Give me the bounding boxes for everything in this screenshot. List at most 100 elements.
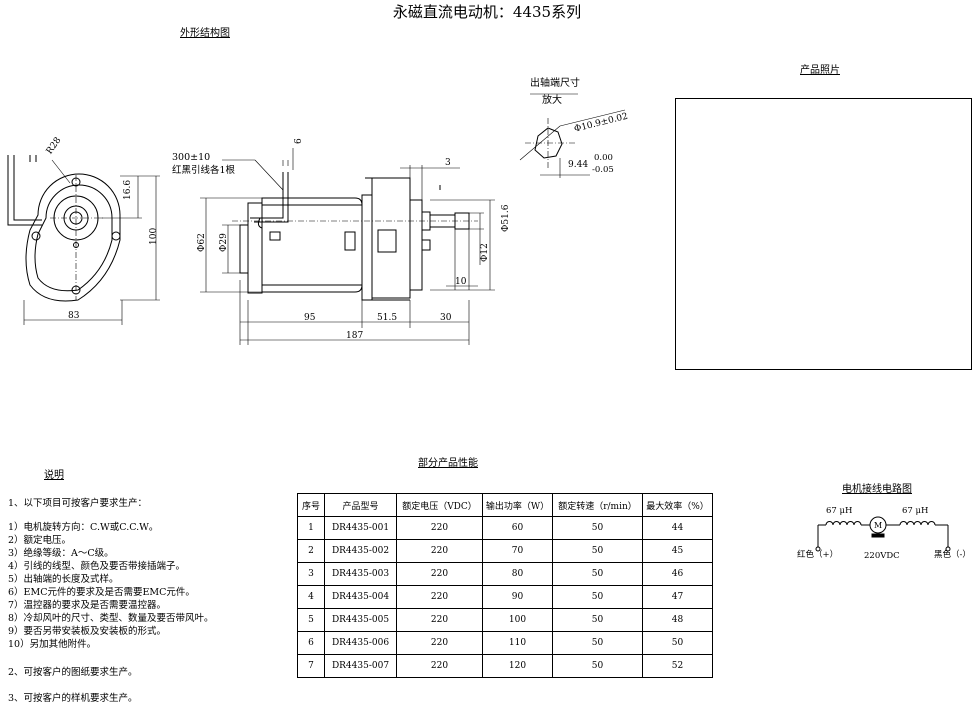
table-cell: 50 [552, 516, 643, 540]
table-cell: 46 [642, 562, 713, 586]
col-header: 序号 [297, 493, 325, 517]
table-cell: DR4435-006 [324, 631, 397, 655]
table-cell: 50 [552, 585, 643, 609]
col-header: 产品型号 [324, 493, 397, 517]
dim-phi51-6: Φ51.6 [501, 204, 511, 232]
dim-3: 3 [445, 158, 451, 168]
dim-30: 30 [440, 313, 452, 323]
table-cell: 50 [552, 631, 643, 655]
table-cell: 45 [642, 539, 713, 563]
table-cell: DR4435-004 [324, 585, 397, 609]
table-cell: 90 [482, 585, 553, 609]
shaft-title: 出轴端尺寸 [530, 78, 580, 89]
dim-51-5: 51.5 [377, 313, 398, 323]
note-item: 5）出轴端的长度及式样。 [8, 574, 119, 585]
table-cell: 50 [552, 654, 643, 678]
photo-section-title: 产品照片 [800, 65, 840, 76]
note-item: 8）冷却风叶的尺寸、类型、数量及要否带风叶。 [8, 613, 214, 624]
performance-title: 部分产品性能 [418, 458, 478, 469]
note-item: 4）引线的线型、颜色及要否带接插端子。 [8, 561, 186, 572]
inductor-right-symbol [899, 521, 936, 526]
dim-6: 6 [294, 138, 304, 144]
inductor-right-label: 67 μH [902, 506, 929, 516]
page-title: 永磁直流电动机：4435系列 [392, 3, 582, 21]
table-cell: 50 [552, 608, 643, 632]
lead-note-length: 300±10 [172, 152, 211, 163]
note-item: 9）要否另带安装板及安装板的形式。 [8, 626, 167, 637]
inductor-left-label: 67 μH [826, 506, 853, 516]
note-item: 1）电机旋转方向：C.W或C.C.W。 [8, 522, 159, 533]
shaft-tol-lower: -0.05 [592, 165, 614, 175]
table-cell: 60 [482, 516, 553, 540]
note-item: 3）绝缘等级：A～C级。 [8, 548, 114, 559]
table-cell: 7 [297, 654, 325, 678]
table-row: 4 DR4435-004 220 90 50 47 [297, 585, 713, 609]
table-cell: 5 [297, 608, 325, 632]
table-row: 6 DR4435-006 220 110 50 50 [297, 631, 713, 655]
note-item: 7）温控器的要求及是否需要温控器。 [8, 600, 167, 611]
col-header: 输出功率（W） [482, 493, 553, 517]
table-cell: 50 [552, 539, 643, 563]
notes-line-1: 1、以下项目可按客户要求生产： [8, 498, 148, 509]
black-lead-label: 黑色（-） [934, 550, 971, 560]
table-cell: DR4435-001 [324, 516, 397, 540]
circuit-diagram [815, 516, 951, 552]
dim-16-6: 16.6 [123, 179, 133, 200]
table-cell: 4 [297, 585, 325, 609]
dim-187: 187 [346, 331, 364, 341]
table-cell: 44 [642, 516, 713, 540]
table-cell: DR4435-003 [324, 562, 397, 586]
circuit-title: 电机接线电路图 [842, 484, 912, 495]
table-cell: 50 [642, 631, 713, 655]
notes-title: 说明 [44, 470, 64, 481]
lead-note-wires: 红黑引线各1根 [172, 165, 236, 176]
drawing-section-title: 外形结构图 [180, 28, 230, 39]
dim-phi62: Φ62 [197, 233, 207, 252]
col-header: 额定转速（r/min） [552, 493, 643, 517]
motor-drawing [7, 93, 626, 345]
col-header: 最大效率（%） [642, 493, 713, 517]
table-cell: 3 [297, 562, 325, 586]
table-cell: 6 [297, 631, 325, 655]
table-cell: DR4435-002 [324, 539, 397, 563]
dim-95: 95 [304, 313, 316, 323]
table-header-row: 序号 产品型号 额定电压（VDC） 输出功率（W） 额定转速（r/min） 最大… [297, 493, 713, 517]
table-cell: 220 [396, 608, 483, 632]
dim-phi12: Φ12 [480, 243, 490, 262]
table-row: 2 DR4435-002 220 70 50 45 [297, 539, 713, 563]
note-item: 6）EMC元件的要求及是否需要EMC元件。 [8, 587, 195, 598]
performance-table: 序号 产品型号 额定电压（VDC） 输出功率（W） 额定转速（r/min） 最大… [297, 493, 713, 678]
table-cell: 110 [482, 631, 553, 655]
table-cell: 47 [642, 585, 713, 609]
table-cell: DR4435-005 [324, 608, 397, 632]
shaft-detail [519, 93, 626, 178]
table-cell: 100 [482, 608, 553, 632]
table-cell: DR4435-007 [324, 654, 397, 678]
inductor-left-symbol [825, 521, 862, 526]
dim-10: 10 [455, 277, 467, 287]
voltage-label: 220VDC [864, 551, 900, 561]
dim-100: 100 [149, 227, 159, 245]
table-row: 1 DR4435-001 220 60 50 44 [297, 516, 713, 540]
table-cell: 80 [482, 562, 553, 586]
table-row: 3 DR4435-003 220 80 50 46 [297, 562, 713, 586]
shaft-subtitle: 放大 [542, 95, 562, 106]
table-cell: 220 [396, 516, 483, 540]
notes-line-2: 2、可按客户的图纸要求生产。 [8, 667, 138, 678]
shaft-tol-upper: 0.00 [594, 153, 613, 163]
table-row: 7 DR4435-007 220 120 50 52 [297, 654, 713, 678]
table-cell: 220 [396, 631, 483, 655]
side-view [200, 148, 495, 345]
table-cell: 48 [642, 608, 713, 632]
note-item: 2）额定电压。 [8, 535, 72, 546]
table-cell: 220 [396, 539, 483, 563]
dim-phi29: Φ29 [219, 233, 229, 252]
product-photo-frame [675, 98, 972, 370]
front-view [7, 155, 160, 325]
notes-line-3: 3、可按客户的样机要求生产。 [8, 693, 138, 704]
table-cell: 70 [482, 539, 553, 563]
table-cell: 220 [396, 562, 483, 586]
table-cell: 50 [552, 562, 643, 586]
table-cell: 52 [642, 654, 713, 678]
table-cell: 1 [297, 516, 325, 540]
